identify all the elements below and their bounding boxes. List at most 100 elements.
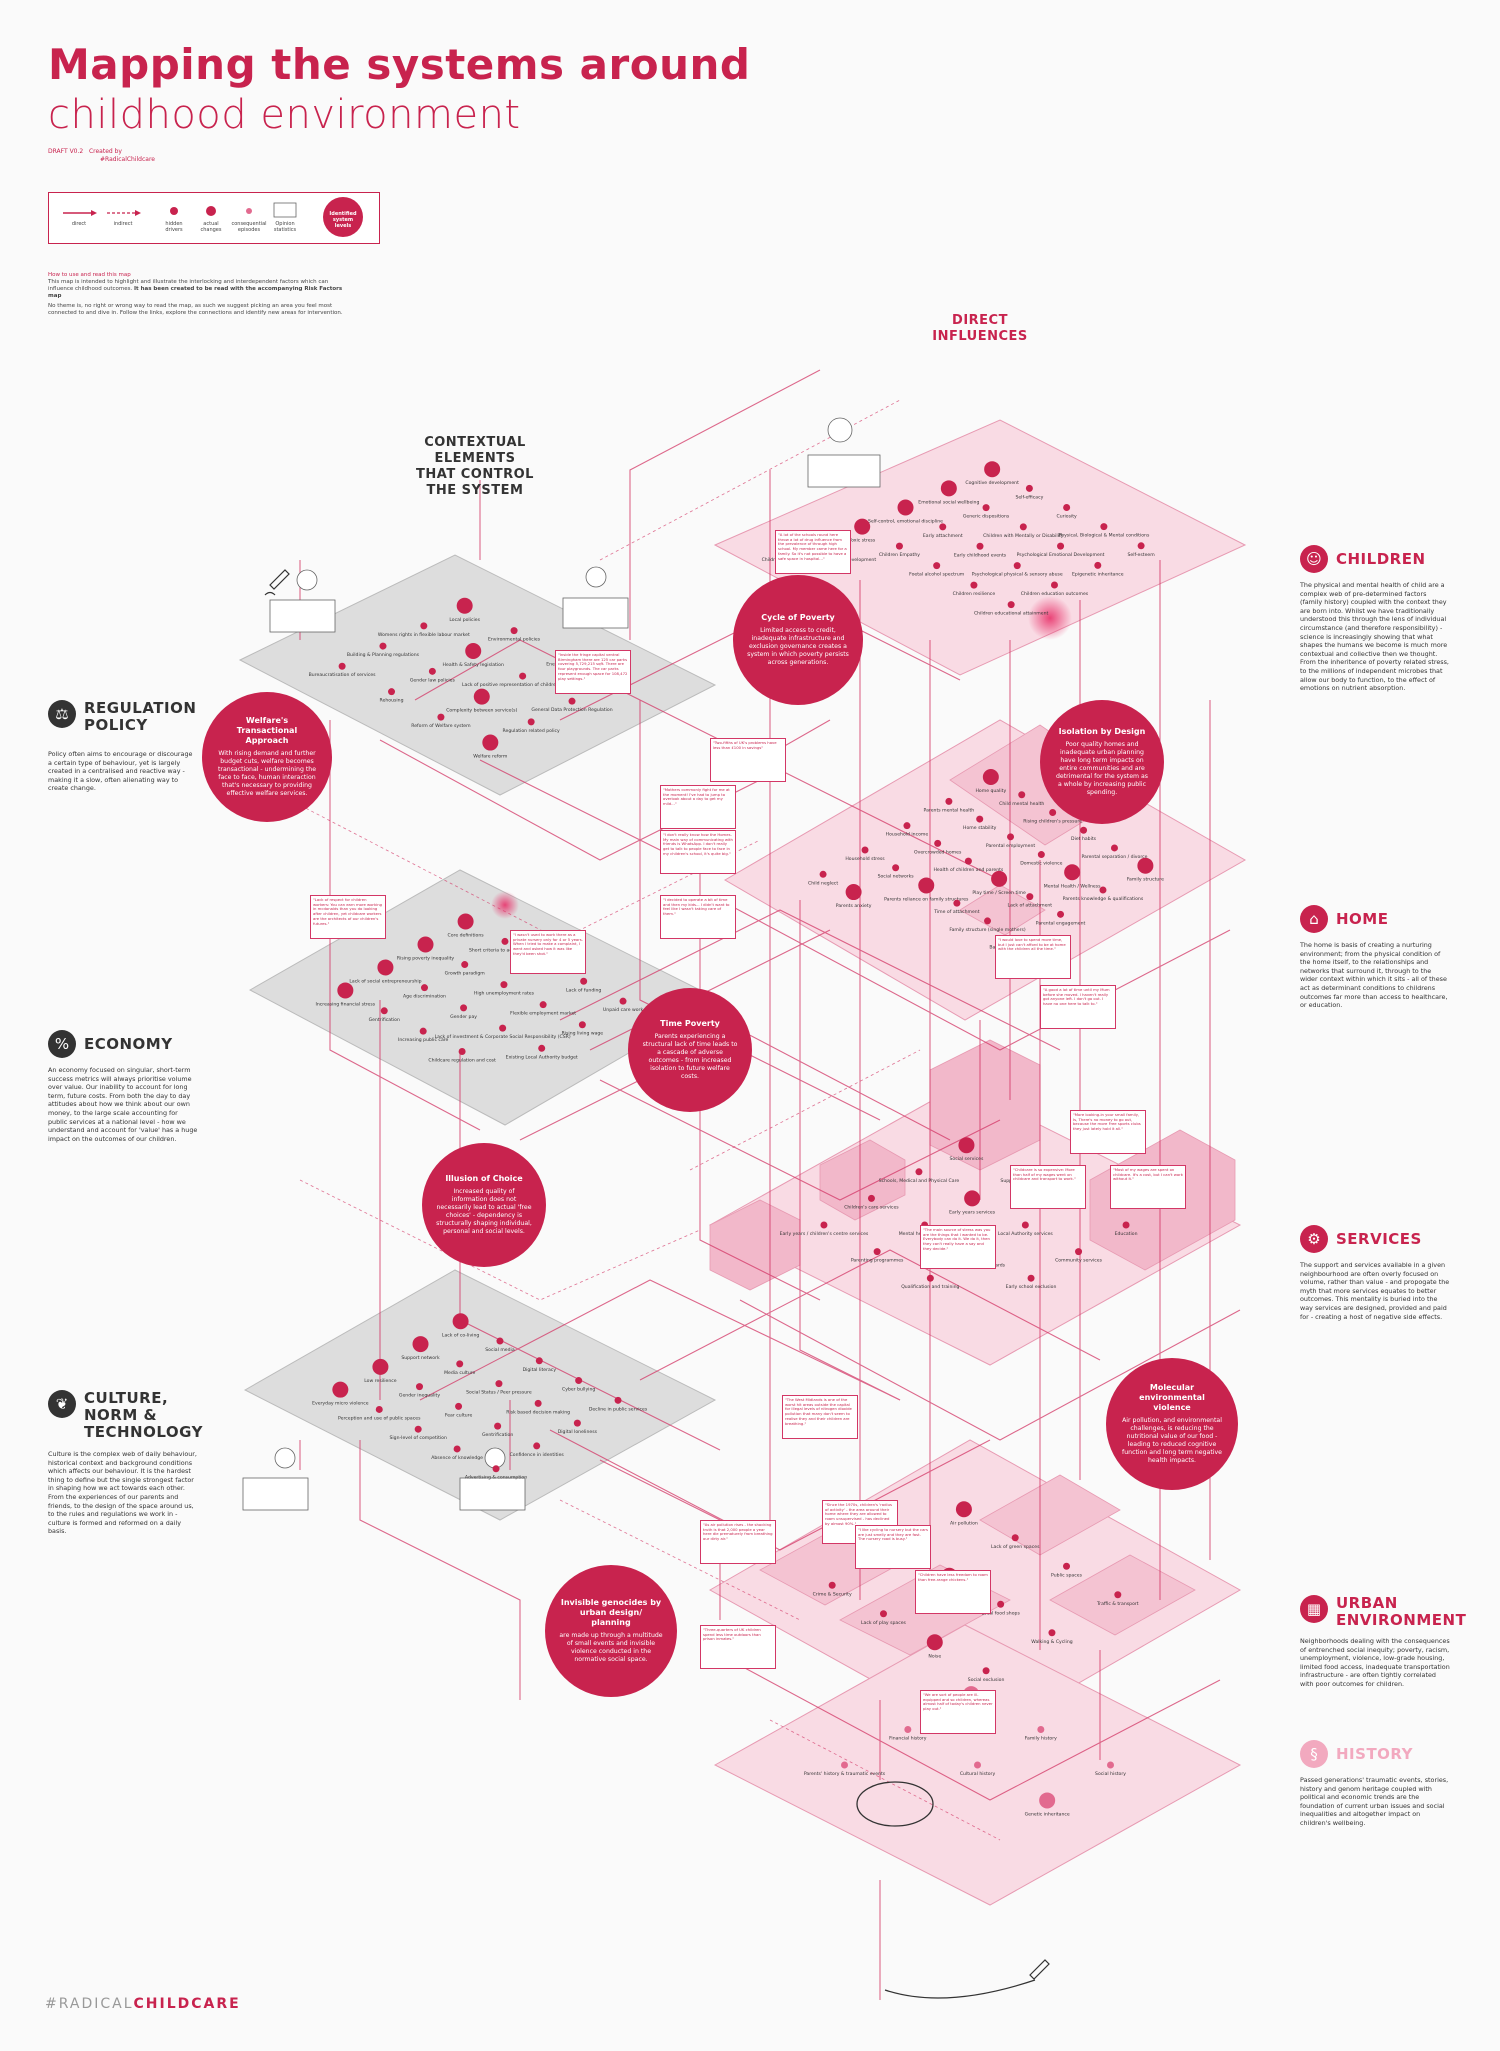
economy-node-dot <box>499 1024 507 1032</box>
quote-text: "We are sort of people are ill-equipped … <box>920 1690 996 1734</box>
history-node-dot <box>1107 1761 1114 1769</box>
services-node-dot <box>958 1137 975 1154</box>
regulation-node: Welfare reform <box>473 734 508 760</box>
economy-node-label: Increasing financial stress <box>316 1001 376 1007</box>
urban-node-dot <box>982 1667 990 1675</box>
legend-icons <box>63 197 363 237</box>
regulation-node: Womens rights in flexible labour market <box>378 622 470 638</box>
quote-box: "As air pollution rises - the shocking t… <box>700 1520 776 1564</box>
home-node-label: Parents anxiety <box>836 903 872 909</box>
children-node-label: Toxic stress <box>848 538 876 544</box>
economy-node: Lack of social entrepreneurship <box>349 959 422 984</box>
home-node-label: Domestic violence <box>1020 861 1062 867</box>
culture-node-label: Social media <box>485 1347 515 1353</box>
services-node-dot <box>1122 1221 1130 1229</box>
pen-icon-bottom <box>884 1959 1050 1999</box>
children-node: Curiosity <box>1056 503 1077 519</box>
children-node-dot <box>854 518 871 535</box>
children-node: Toxic stress <box>848 518 876 544</box>
children-node-label: Self-control, emotional discipline <box>868 518 943 524</box>
urban-node: Crime & Security <box>813 1581 852 1597</box>
economy-node: Gender pay <box>450 1004 477 1020</box>
culture-node-label: Advertising & consumption <box>465 1475 527 1481</box>
quote-text: "Childcare is so expensive: More than ha… <box>1010 1165 1086 1209</box>
history-node-dot <box>1039 1792 1056 1809</box>
services-node-label: Community services <box>1055 1258 1103 1264</box>
direct-heading: DIRECT INFLUENCES <box>932 313 1028 344</box>
children-node: Early childhood events <box>954 542 1007 558</box>
circle-isolation-title: Isolation by Design <box>1058 727 1146 736</box>
culture-node-dot <box>372 1358 389 1375</box>
culture-node-label: Gender inequality <box>399 1393 440 1399</box>
culture-node-dot <box>415 1383 423 1391</box>
services-node-label: Parenting programmes <box>851 1258 904 1264</box>
culture-node-dot <box>614 1396 622 1404</box>
regulation-node-dot <box>527 718 535 726</box>
home-node: Parental separation / divorce <box>1081 844 1148 860</box>
home-node-dot <box>845 884 862 901</box>
placeholder-frames <box>242 417 881 1511</box>
pen-icon <box>264 569 290 596</box>
circle-time-poverty: Time Poverty Parents experiencing a stru… <box>628 988 752 1112</box>
children-node-label: Emotional social wellbeing <box>918 499 979 505</box>
urban-node: Social exclusion <box>968 1667 1004 1683</box>
home-node-label: Parents knowledge & qualifications <box>1063 896 1144 902</box>
legend-system-levels: Identified system levels <box>329 211 357 229</box>
history-node: Cultural history <box>960 1761 995 1777</box>
children-node: Psychological Emotional Development <box>1017 542 1105 558</box>
services-node-label: Early years / children's centre services <box>780 1231 869 1237</box>
children-node-label: Physical, Biological & Mental conditions <box>1058 533 1150 539</box>
economy-node-label: Gender pay <box>450 1014 477 1020</box>
history-node-dot <box>904 1726 912 1734</box>
economy-node-dot <box>458 1048 466 1056</box>
culture-node-dot <box>533 1442 541 1450</box>
regulation-node: General Data Protection Regulation <box>531 697 613 713</box>
home-node-dot <box>1057 910 1065 918</box>
economy-node: Increasing financial stress <box>316 982 376 1007</box>
children-node-label: Epigenetic inheritance <box>1072 571 1124 577</box>
services-node: Early years services <box>949 1190 996 1215</box>
services-node: Parenting programmes <box>851 1248 904 1264</box>
home-node-dot <box>1026 893 1034 901</box>
regulation-node-label: Bureaucratisation of services <box>309 672 377 678</box>
economy-node-dot <box>380 1007 388 1015</box>
urban-node-dot <box>1048 1629 1056 1637</box>
children-node-dot <box>933 562 941 570</box>
history-node-label: Social history <box>1095 1771 1126 1777</box>
culture-node-label: Media culture <box>444 1370 475 1376</box>
quote-text: "A lot of the schools round here throw a… <box>775 530 851 574</box>
culture-node: Lack of co-living <box>442 1313 479 1338</box>
services-node-dot <box>1021 1221 1029 1229</box>
history-node-dot <box>974 1761 981 1769</box>
economy-node: Flexible employment market <box>510 1001 576 1017</box>
culture-node-label: Low resilience <box>364 1378 397 1384</box>
home-node: Child neglect <box>808 870 838 886</box>
children-node: Children resilience <box>953 581 995 597</box>
urban-node-dot <box>1114 1591 1122 1599</box>
legend-box: direct indirect hidden drivers actual ch… <box>48 192 380 244</box>
regulation-node-label: Complexity between service(s) <box>446 708 517 714</box>
quote-box: "Mothers commonly fight for me at the mo… <box>660 785 736 829</box>
regulation-node-dot <box>465 642 482 659</box>
quote-text: "Lack of respect for children workers: Y… <box>310 895 386 939</box>
quote-box: "I don't really know how the Homes. My m… <box>660 830 736 874</box>
children-node: Early attachment <box>923 523 963 539</box>
economy-node-dot <box>420 984 428 992</box>
economy-node-dot <box>538 1044 546 1052</box>
how-to-line1b: It has been created to be read with the … <box>48 286 343 299</box>
culture-node-dot <box>412 1336 429 1353</box>
economy-node: Gentrification <box>369 1007 400 1023</box>
regulation-node: Regulation related policy <box>503 718 560 734</box>
culture-node-dot <box>494 1422 502 1430</box>
children-node-label: Early attachment <box>923 533 963 539</box>
children-node: Children education outcomes <box>1021 581 1089 597</box>
home-node-dot <box>1137 857 1154 874</box>
circle-cycle-poverty: Cycle of Poverty Limited access to credi… <box>733 575 863 705</box>
urban-node-dot <box>997 1600 1005 1608</box>
economy-node-label: Age discrimination <box>403 994 446 1000</box>
circle-time-body: Parents experiencing a structural lack o… <box>642 1033 738 1080</box>
home-node-dot <box>1099 886 1107 894</box>
culture-node: Digital literacy <box>523 1357 556 1373</box>
children-node: Physical, Biological & Mental conditions <box>1058 523 1150 539</box>
culture-node-dot <box>575 1377 583 1385</box>
